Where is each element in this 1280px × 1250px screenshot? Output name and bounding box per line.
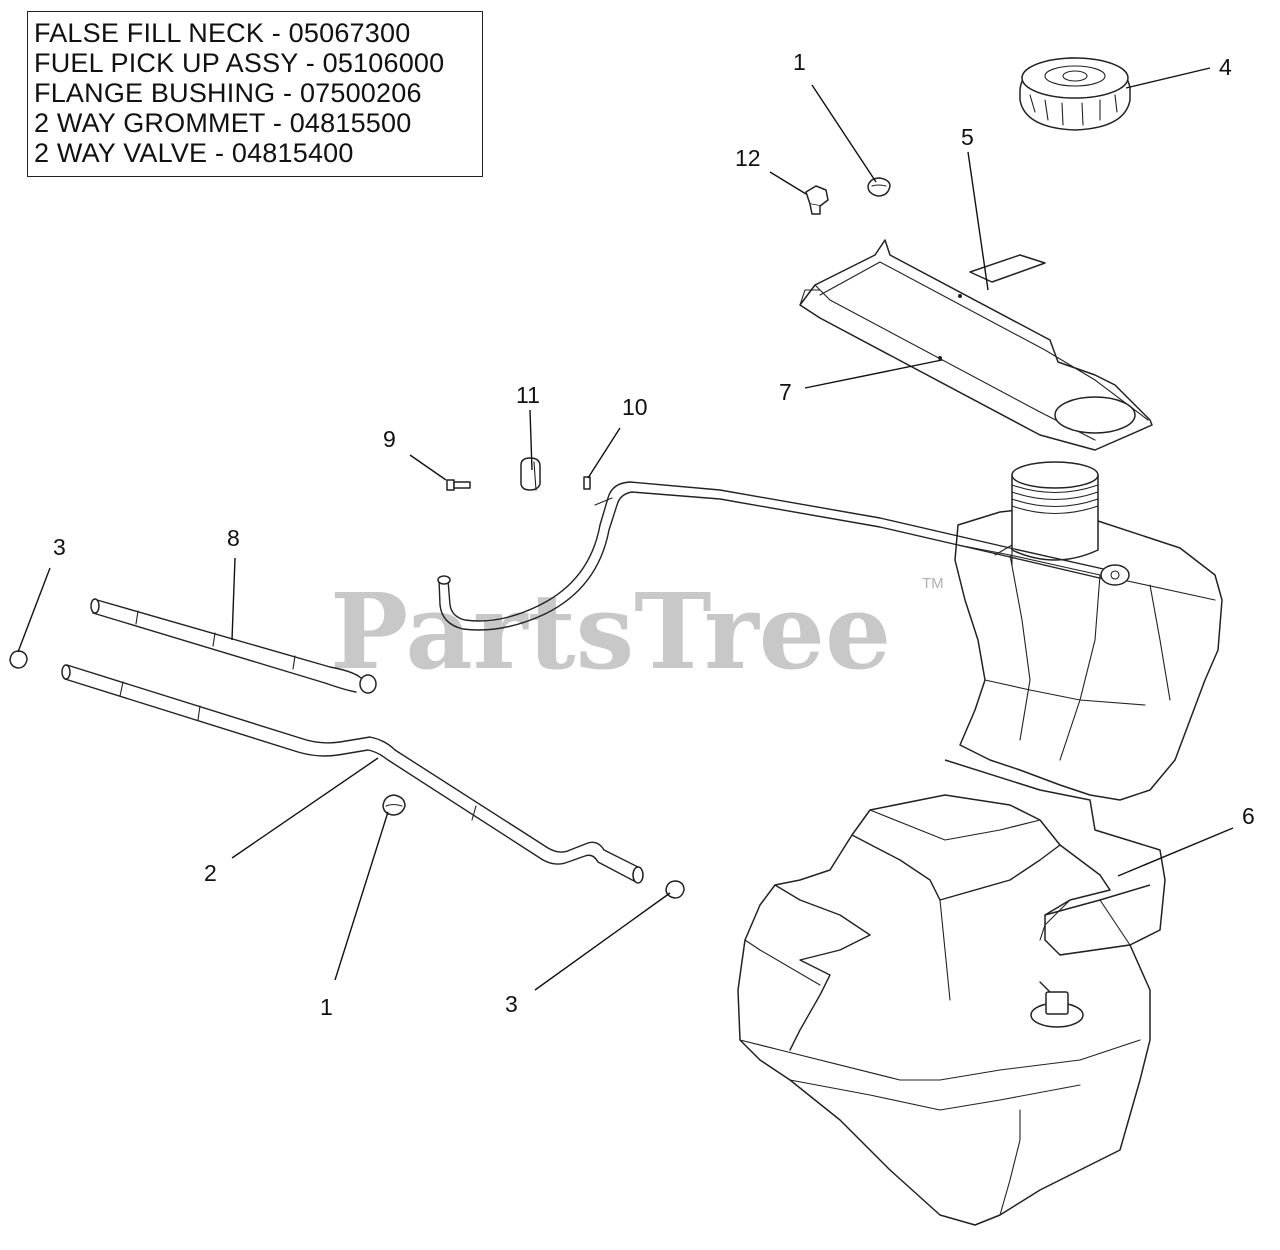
callout-10: 10 (622, 394, 648, 420)
clamp-part-3-left (9, 650, 28, 669)
callout-11: 11 (516, 382, 540, 408)
leader-12 (769, 171, 807, 195)
bolt-part-12 (805, 185, 829, 215)
callout-12: 12 (735, 145, 761, 171)
hose-part-2 (61, 664, 644, 884)
leader-1-bottom (334, 811, 389, 981)
shield-bracket-part-7 (799, 239, 1153, 451)
leader-6 (1117, 827, 1234, 877)
leader-11 (529, 409, 533, 471)
leader-4 (1125, 67, 1211, 89)
leader-7 (804, 359, 943, 389)
callout-9: 9 (383, 426, 396, 452)
decal-part-5 (969, 254, 1046, 283)
leader-5 (967, 151, 989, 291)
leader-9 (409, 454, 447, 481)
watermark-text: PartsTree (330, 570, 891, 693)
parts-list-item-2-way-grommet: 2 WAY GROMMET - 04815500 (34, 108, 412, 138)
clamp-part-1-top (867, 177, 891, 197)
fuel-tank-part-6 (737, 509, 1223, 1226)
hose-part-8 (90, 598, 377, 694)
parts-list-item-2-way-valve: 2 WAY VALVE - 04815400 (34, 138, 354, 168)
leader-10 (587, 427, 621, 479)
callout-4: 4 (1219, 54, 1232, 80)
leader-8 (231, 557, 236, 641)
leader-2 (231, 757, 379, 859)
callout-8: 8 (227, 525, 240, 551)
clamp-part-3-bottom (665, 880, 685, 899)
callout-6: 6 (1242, 803, 1255, 829)
fuel-pickup-hose (437, 481, 1130, 631)
callout-7: 7 (779, 379, 792, 405)
clip-part-11 (520, 457, 541, 491)
callout-2: 2 (204, 860, 217, 886)
parts-list-item-fuel-pick-up-assy: FUEL PICK UP ASSY - 05106000 (34, 48, 445, 78)
watermark: PartsTree TM (330, 570, 944, 693)
callout-5: 5 (961, 124, 974, 150)
watermark-tm: TM (922, 575, 944, 592)
leader-1-top (811, 84, 877, 183)
callout-1-bottom: 1 (320, 994, 333, 1020)
fill-neck (994, 461, 1099, 566)
screw-part-9 (446, 479, 471, 491)
callout-3-bottom: 3 (505, 991, 518, 1017)
callout-numbers: 1 12 4 5 7 11 10 9 8 3 2 1 3 6 (53, 49, 1255, 1020)
parts-list-item-flange-bushing: FLANGE BUSHING - 07500206 (34, 78, 422, 108)
parts-list-item-false-fill-neck: FALSE FILL NECK - 05067300 (34, 18, 411, 48)
clamp-part-1-bottom (382, 794, 406, 816)
fuel-cap-part-4 (1019, 57, 1131, 131)
parts-list-box: FALSE FILL NECK - 05067300 FUEL PICK UP … (27, 11, 483, 177)
leader-3-bottom (534, 892, 671, 991)
valve-part-10 (583, 476, 591, 490)
leader-3-left (17, 567, 51, 653)
leader-lines (17, 67, 1234, 991)
callout-3-left: 3 (53, 534, 66, 560)
callout-1-top: 1 (793, 49, 806, 75)
